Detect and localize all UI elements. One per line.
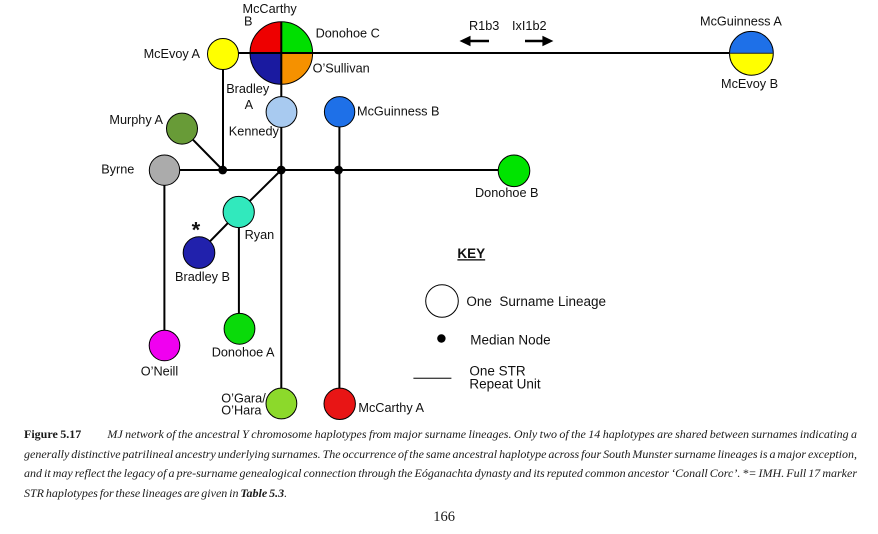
svg-text:McEvoy B: McEvoy B xyxy=(721,77,778,91)
svg-text:McCarthy: McCarthy xyxy=(243,2,298,16)
svg-text:Ryan: Ryan xyxy=(245,228,275,242)
svg-text:B: B xyxy=(244,15,252,29)
svg-text:Donohoe C: Donohoe C xyxy=(316,26,380,40)
svg-text:Byrne: Byrne xyxy=(101,162,134,176)
svg-text:Donohoe B: Donohoe B xyxy=(475,186,539,200)
svg-text:Kennedy: Kennedy xyxy=(229,124,280,138)
svg-text:One STR: One STR xyxy=(469,364,526,379)
svg-text:IxI1b2: IxI1b2 xyxy=(512,19,547,33)
svg-text:Bradley B: Bradley B xyxy=(175,270,230,284)
svg-text:McGuinness B: McGuinness B xyxy=(357,105,440,119)
svg-text:KEY: KEY xyxy=(457,246,485,261)
svg-text:Repeat Unit: Repeat Unit xyxy=(469,377,541,392)
svg-text:Bradley: Bradley xyxy=(226,82,270,96)
svg-text:*: * xyxy=(192,217,201,242)
svg-text:One Surname Lineage: One Surname Lineage xyxy=(466,294,606,309)
svg-text:O’Hara: O’Hara xyxy=(221,404,262,418)
svg-text:O’Sullivan: O’Sullivan xyxy=(313,61,370,75)
svg-text:Median Node: Median Node xyxy=(470,333,550,348)
svg-text:O’Neill: O’Neill xyxy=(141,365,178,379)
svg-text:R1b3: R1b3 xyxy=(469,19,499,33)
svg-text:McGuinness A: McGuinness A xyxy=(700,15,782,29)
svg-text:McEvoy A: McEvoy A xyxy=(144,47,201,61)
svg-text:A: A xyxy=(245,98,254,112)
svg-text:McCarthy A: McCarthy A xyxy=(358,401,424,415)
svg-text:Donohoe A: Donohoe A xyxy=(212,346,275,360)
svg-text:O’Gara/: O’Gara/ xyxy=(221,392,266,406)
svg-text:Murphy A: Murphy A xyxy=(109,113,163,127)
